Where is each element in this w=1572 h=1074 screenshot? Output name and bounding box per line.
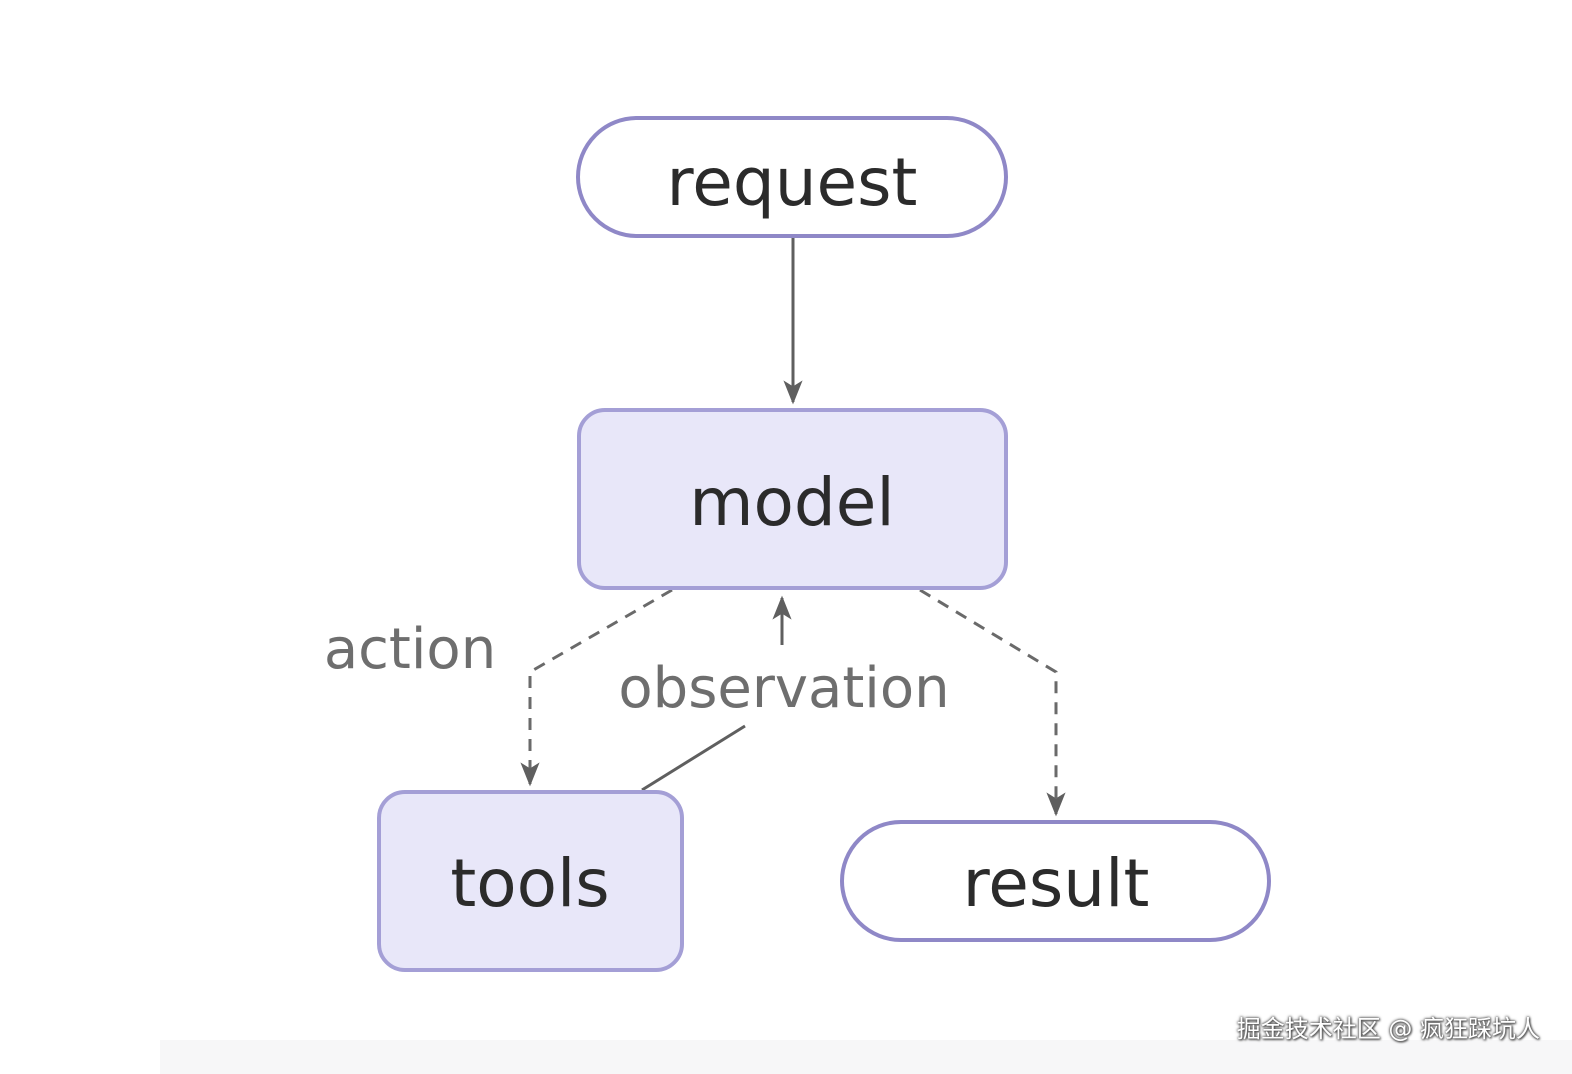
node-tools: tools xyxy=(377,790,684,972)
node-result: result xyxy=(840,820,1271,942)
edge-tools-to-model xyxy=(641,595,792,792)
node-request-label: request xyxy=(667,144,918,221)
watermark: 掘金技术社区 @ 疯狂踩坑人 xyxy=(1236,1015,1540,1043)
node-tools-label: tools xyxy=(450,845,609,922)
edge-label-action: action xyxy=(324,617,496,682)
node-model-label: model xyxy=(689,464,895,541)
node-result-label: result xyxy=(963,845,1150,922)
edge-label-observation: observation xyxy=(618,656,949,721)
edge-model-to-result xyxy=(919,588,1066,817)
node-model: model xyxy=(577,408,1008,590)
edge-model-to-tools xyxy=(520,588,673,787)
node-request: request xyxy=(576,116,1008,238)
bottom-strip xyxy=(160,1040,1572,1074)
